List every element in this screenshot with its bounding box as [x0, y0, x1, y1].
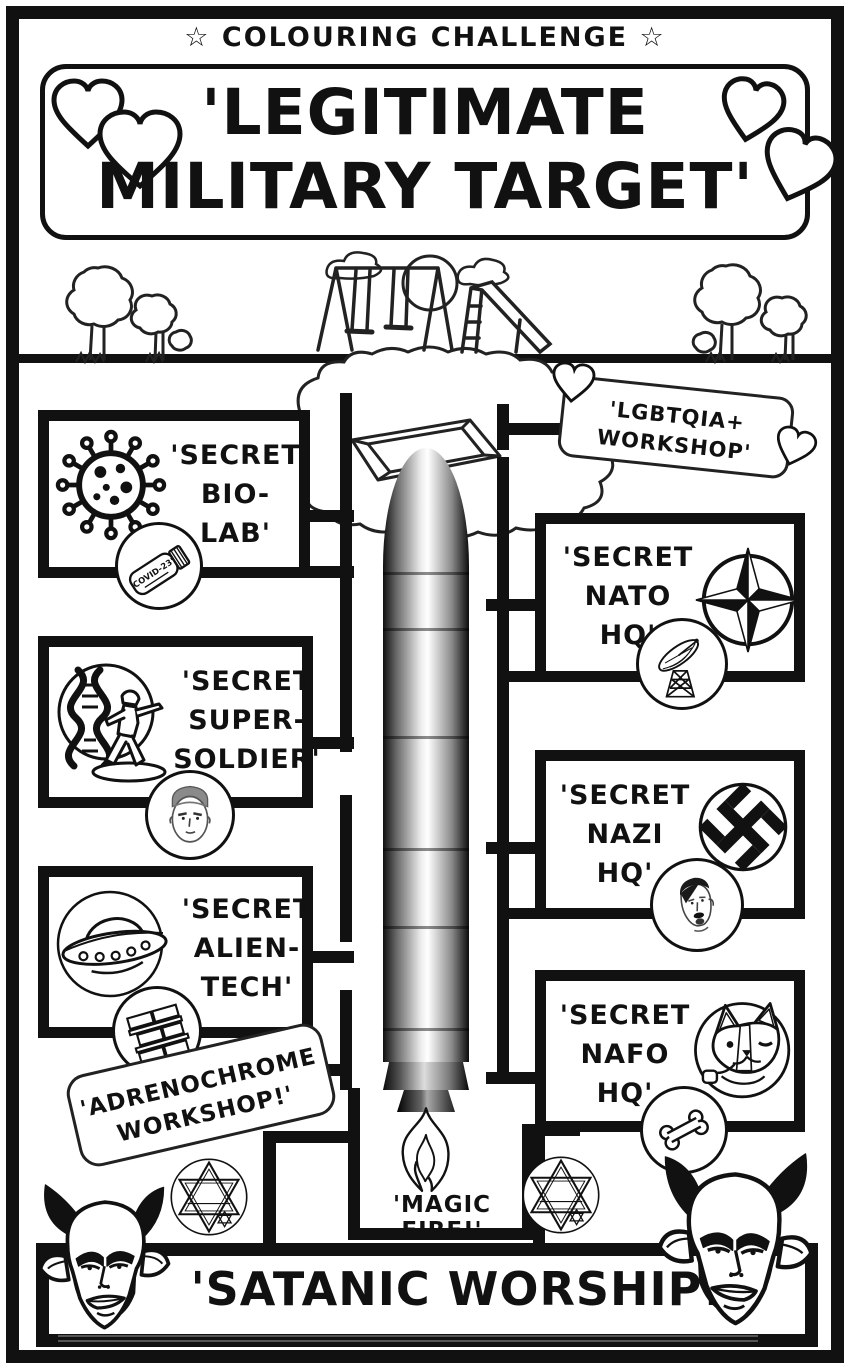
label-line: 'SECRET: [181, 666, 313, 697]
label-line: SUPER-: [188, 705, 306, 737]
magic-fire-caption: 'MAGIC FIRE!': [392, 1192, 492, 1244]
bone-icon: [659, 1109, 709, 1151]
satellite-dish-icon: [658, 638, 699, 698]
label-secret-bio-lab: 'SECRET BIO- LAB': [168, 436, 303, 553]
bone-badge: [640, 1086, 728, 1174]
challenge-text: COLOURING CHALLENGE: [221, 22, 629, 53]
satanic-worship-caption: 'SATANIC WORSHIP!': [190, 1262, 740, 1316]
soldier-face-badge: [145, 770, 235, 860]
heart-icon: [776, 425, 818, 466]
missile-body: [383, 566, 469, 1062]
label-secret-nato-hq: 'SECRET NATO HQ': [548, 538, 708, 655]
maze-wall: [486, 1072, 537, 1084]
covid-vial-badge: 'COVID-23': [115, 522, 203, 610]
maze-wall: [263, 1131, 353, 1143]
missile-nose-cone: [383, 448, 469, 566]
maze-wall: [497, 908, 539, 919]
covid-vial-icon: 'COVID-23': [129, 545, 191, 596]
maze-wall: [497, 682, 509, 908]
maze-wall: [497, 457, 509, 682]
trees-right-icon: [691, 263, 808, 365]
star-icon: ☆: [184, 22, 211, 53]
lgbtqia-workshop-sign: 'LGBTQIA+ WORKSHOP': [552, 361, 818, 480]
label-line: HQ': [596, 1078, 654, 1110]
missile: [383, 448, 469, 1112]
poster-title: 'LEGITIMATE MILITARY TARGET': [40, 76, 810, 225]
flame-icon: [401, 1107, 450, 1192]
label-line: ALIEN-: [193, 933, 301, 965]
virus-icon: [55, 429, 167, 541]
dictator-face-icon: [679, 877, 715, 932]
label-line: 'SECRET: [559, 1000, 691, 1031]
maze-wall: [263, 1131, 276, 1245]
label-line: LAB': [200, 518, 271, 550]
dna-toy-soldier-icon: [57, 663, 167, 783]
dictator-face-badge: [650, 858, 744, 952]
cloud-icon: [325, 251, 383, 280]
title-line-2: MILITARY TARGET': [96, 150, 754, 224]
label-line: 'SECRET: [562, 542, 694, 573]
maze-wall: [486, 842, 537, 854]
maze-wall: [311, 951, 354, 963]
maze-wall: [311, 737, 354, 749]
ufo-icon: [56, 890, 168, 998]
label-line: NAZI: [586, 819, 664, 851]
challenge-label: ☆ COLOURING CHALLENGE ☆: [0, 22, 850, 53]
label-line: NAFO: [580, 1039, 670, 1071]
devil-face-icon: [657, 1153, 814, 1326]
heart-icon: [552, 361, 596, 404]
label-line: HQ': [596, 858, 654, 890]
label-secret-alien-tech: 'SECRET ALIEN- TECH': [172, 890, 322, 1007]
devil-face-icon: [38, 1184, 171, 1330]
hearts-left-icon: [51, 78, 183, 190]
missile-nozzle: [397, 1090, 455, 1112]
maze-wall: [486, 599, 537, 611]
title-line-1: 'LEGITIMATE: [201, 76, 649, 149]
label-line: NATO: [584, 581, 672, 613]
maze-wall: [348, 1088, 360, 1240]
star-icon: ☆: [639, 22, 666, 53]
sun-icon: [401, 254, 459, 312]
missile-skirt: [383, 1062, 469, 1090]
maze-wall: [298, 566, 354, 578]
label-secret-nazi-hq: 'SECRET NAZI HQ': [545, 776, 705, 893]
hearts-right-icon: [721, 76, 839, 202]
slide-icon: [460, 280, 553, 355]
swastika-icon: [698, 782, 788, 872]
outer-frame: [6, 6, 844, 1363]
maze-wall: [340, 795, 352, 942]
trees-left-icon: [65, 265, 193, 365]
maze-wall: [497, 671, 539, 682]
label-secret-super-soldier: 'SECRET SUPER- SOLDIER': [172, 662, 322, 779]
maze-wall: [497, 423, 571, 435]
nato-compass-icon: [695, 547, 801, 653]
label-line: 'SECRET: [170, 440, 301, 471]
label-line: 'SECRET: [181, 894, 313, 925]
maze-wall: [348, 1228, 534, 1240]
satellite-dish-badge: [636, 618, 728, 710]
swing-set-icon: [316, 266, 454, 352]
label-line: BIO-: [200, 479, 271, 511]
maze-wall: [340, 990, 352, 1090]
toy-soldier-figure: [91, 689, 167, 783]
maze-wall: [308, 510, 354, 522]
soldier-face-icon: [169, 785, 211, 843]
maze-wall: [497, 919, 509, 1075]
label-secret-nafo-hq: 'SECRET NAFO HQ': [545, 996, 705, 1113]
label-line: 'SECRET: [559, 780, 691, 811]
label-line: TECH': [200, 972, 294, 1004]
corgi-icon: [694, 1002, 791, 1099]
hexagram-seal-icon: [170, 1158, 248, 1236]
hexagram-seal-icon: [522, 1156, 600, 1234]
cloud-icon: [456, 257, 510, 287]
